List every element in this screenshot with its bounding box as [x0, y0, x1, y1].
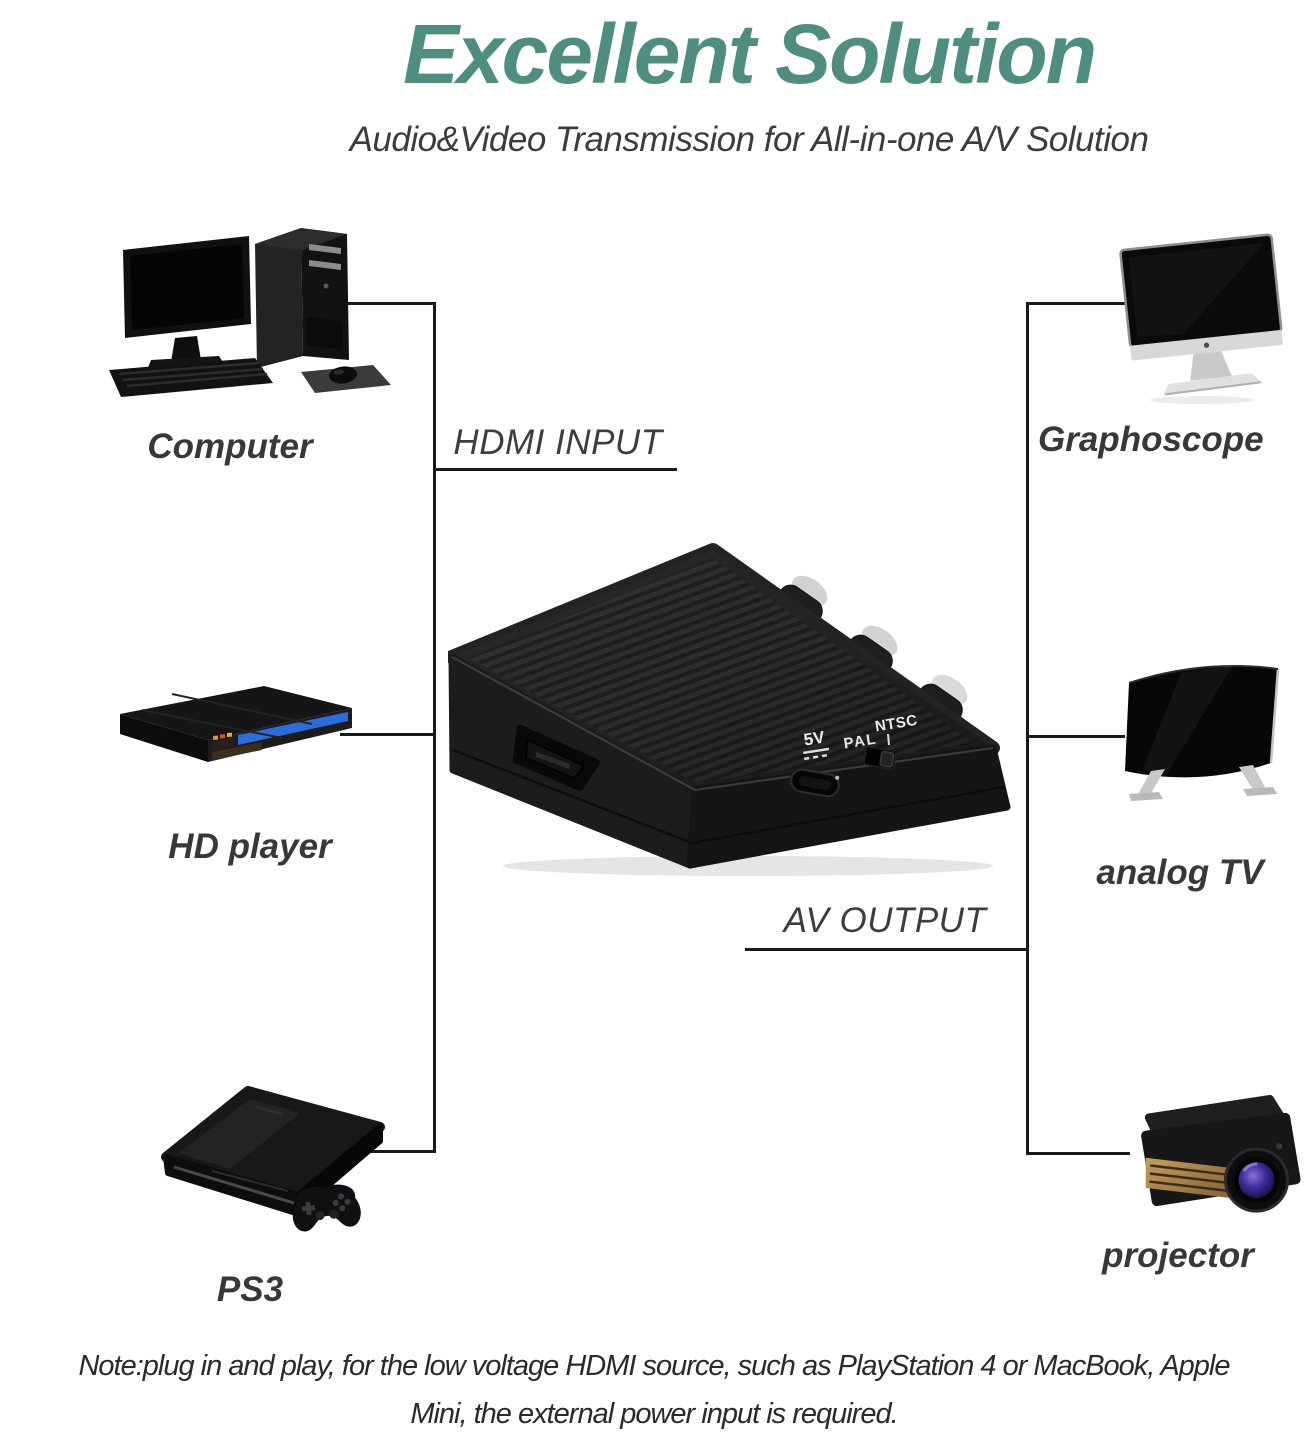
note-line-2: Mini, the external power input is requir… [410, 1398, 898, 1430]
connector-left-bus-line [433, 302, 436, 1153]
connector-right-bus-line [1026, 302, 1029, 1155]
hd-player-label: HD player [168, 827, 332, 866]
connector-analog-tv-line [1029, 735, 1125, 738]
hdmi-port-icon [512, 724, 600, 791]
player-blue-strip [238, 712, 348, 745]
graphoscope-illustration [1119, 233, 1283, 404]
ps3-label: PS3 [216, 1270, 284, 1309]
computer-label: Computer [147, 427, 313, 466]
desktop-monitor-icon [123, 236, 251, 375]
power-port-label: 5V [802, 727, 826, 749]
graphoscope-label: Graphoscope [1038, 420, 1264, 459]
connector-graphoscope-line [1026, 302, 1127, 305]
switch-ntsc-label: NTSC [874, 712, 919, 735]
note-line-1: Note:plug in and play, for the low volta… [78, 1350, 1230, 1382]
analog-tv-label: analog TV [1096, 853, 1264, 892]
desktop-tower-icon [255, 228, 349, 368]
analog-tv-illustration [1125, 665, 1280, 801]
hd-player-illustration [120, 686, 352, 762]
connector-computer-line [333, 302, 436, 305]
hdmi-input-label: HDMI INPUT [453, 423, 663, 462]
power-port-icon: 5V [790, 727, 840, 798]
pal-ntsc-switch-icon: PAL NTSC [842, 712, 919, 770]
page-title: Excellent Solution [402, 7, 1097, 101]
computer-illustration [109, 228, 391, 397]
tv-feet-icon [1129, 765, 1277, 801]
gamepad-icon [292, 1184, 361, 1232]
page-subtitle: Audio&Video Transmission for All-in-one … [349, 120, 1149, 159]
av-output-underline [745, 948, 1029, 951]
hdmi-av-converter-illustration: 5V PAL NTSC [448, 543, 1011, 876]
av-output-label: AV OUTPUT [783, 901, 987, 940]
hdmi-input-underline [433, 468, 677, 471]
projector-label: projector [1102, 1236, 1254, 1275]
projector-illustration [1141, 1094, 1301, 1213]
mouse-icon [301, 365, 391, 393]
connector-hd-player-line [340, 733, 436, 736]
keyboard-icon [109, 358, 273, 397]
connector-ps3-line [333, 1150, 436, 1153]
connector-projector-line [1029, 1152, 1130, 1155]
ps3-illustration [161, 1086, 385, 1232]
projector-lens-icon [1224, 1147, 1290, 1213]
